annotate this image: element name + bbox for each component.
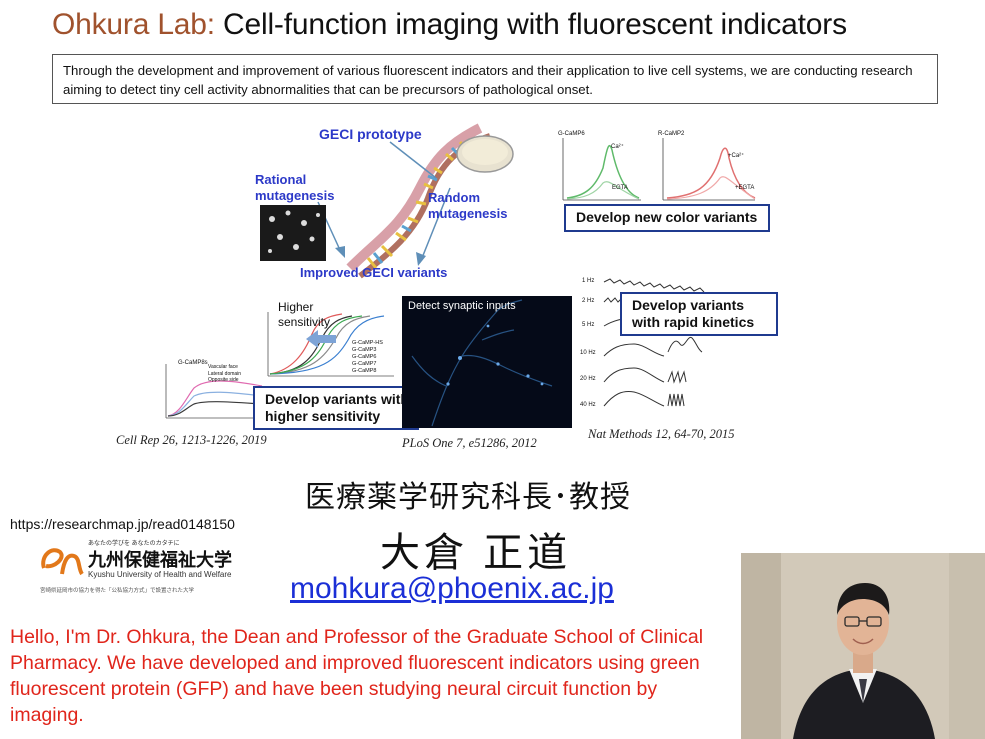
university-name-jp: 九州保健福祉大学 (88, 550, 232, 571)
gcamp6-label: G-CaMP6 (558, 131, 585, 137)
dean-title: 医療薬学研究科長･教授 (305, 481, 631, 514)
citation-cell-rep: Cell Rep 26, 1213-1226, 2019 (116, 433, 267, 447)
university-name-en: Kyushu University of Health and Welfare (88, 570, 232, 579)
legend-item: G-CaMP7 (352, 361, 377, 367)
speech-text: Hello, I'm Dr. Ohkura, the Dean and Prof… (10, 626, 704, 726)
rate-label-5: 20 Hz (580, 376, 596, 382)
synaptic-label: Detect synaptic inputs (408, 300, 516, 312)
ca-label: Ca²⁺ (611, 144, 624, 150)
color-variants-caption: Develop new color variants (564, 204, 770, 232)
rational-mutagenesis-label: Rational mutagenesis (255, 172, 335, 203)
geci-figure (250, 118, 530, 288)
rcamp2-label: R-CaMP2 (658, 131, 685, 137)
researchmap-url[interactable]: https://researchmap.jp/read0148150 (10, 516, 235, 532)
synaptic-imaging-panel: Detect synaptic inputs (402, 296, 572, 428)
neuron-dendrite-image (411, 299, 553, 427)
university-tagline: あなたの学びを あなたのカタチに (88, 541, 180, 547)
geci-diagram (317, 123, 491, 279)
slide-title: Ohkura Lab: Cell-function imaging with f… (52, 8, 847, 42)
legend-item: G-CaMP3 (352, 347, 377, 353)
small-legend-item: Vascular face (208, 364, 238, 370)
presenter-video (741, 553, 985, 739)
dose-response-chart (252, 308, 398, 388)
improved-geci-label: Improved GECI variants (300, 265, 448, 280)
citation-plos: PLoS One 7, e51286, 2012 (402, 436, 537, 450)
lab-name: Ohkura Lab: (52, 8, 215, 41)
legend-list: G-CaMP-HS G-CaMP3 G-CaMP6 G-CaMP7 G-CaMP… (352, 340, 383, 375)
geci-prototype-label: GECI prototype (319, 126, 422, 142)
university-note: 宮崎県延岡市の協力を得た「公私協力方式」で設置された大学 (40, 588, 195, 594)
small-legend-list: Vascular face Lateral domain Opposite si… (208, 364, 241, 384)
professor-name: 大倉 正道 (380, 531, 572, 575)
email-link[interactable]: mohkura@phoenix.ac.jp (290, 572, 614, 605)
gcamp8s-label: G-CaMP8s (178, 360, 208, 366)
legend-item: G-CaMP6 (352, 354, 377, 360)
rate-label-3: 5 Hz (582, 322, 595, 328)
random-mutagenesis-label: Random mutagenesis (428, 190, 508, 221)
rate-label-2: 2 Hz (582, 298, 595, 304)
title-text: Cell-function imaging with fluorescent i… (223, 8, 847, 41)
egta-label: EGTA (612, 185, 628, 191)
sensitivity-caption: Develop variants with higher sensitivity (253, 386, 419, 430)
legend-item: G-CaMP-HS (352, 340, 383, 346)
small-legend-item: Lateral domain (208, 370, 242, 377)
higher-sensitivity-label: Higher sensitivity (278, 300, 331, 329)
egta-label-right: +EGTA (735, 185, 755, 191)
cell-micrograph-image (260, 205, 326, 261)
small-legend-item: Opposite side (208, 377, 239, 383)
rate-label-6: 40 Hz (580, 402, 596, 408)
petri-dish-image (455, 132, 515, 174)
citation-nat-methods: Nat Methods 12, 64-70, 2015 (588, 427, 735, 441)
legend-item: G-CaMP8 (352, 368, 377, 374)
rate-label-4: 10 Hz (580, 350, 596, 356)
rate-label-1: 1 Hz (582, 278, 595, 284)
kinetics-caption: Develop variants with rapid kinetics (620, 292, 778, 336)
intro-box: Through the development and improvement … (52, 54, 938, 104)
university-logo-icon (38, 540, 86, 582)
presenter-webcam (741, 553, 985, 739)
color-variants-figure (545, 128, 775, 233)
ca-label-right: +Ca²⁺ (728, 153, 745, 159)
sensitivity-arrow-icon (306, 330, 336, 348)
calcium-trace-chart (150, 358, 270, 428)
